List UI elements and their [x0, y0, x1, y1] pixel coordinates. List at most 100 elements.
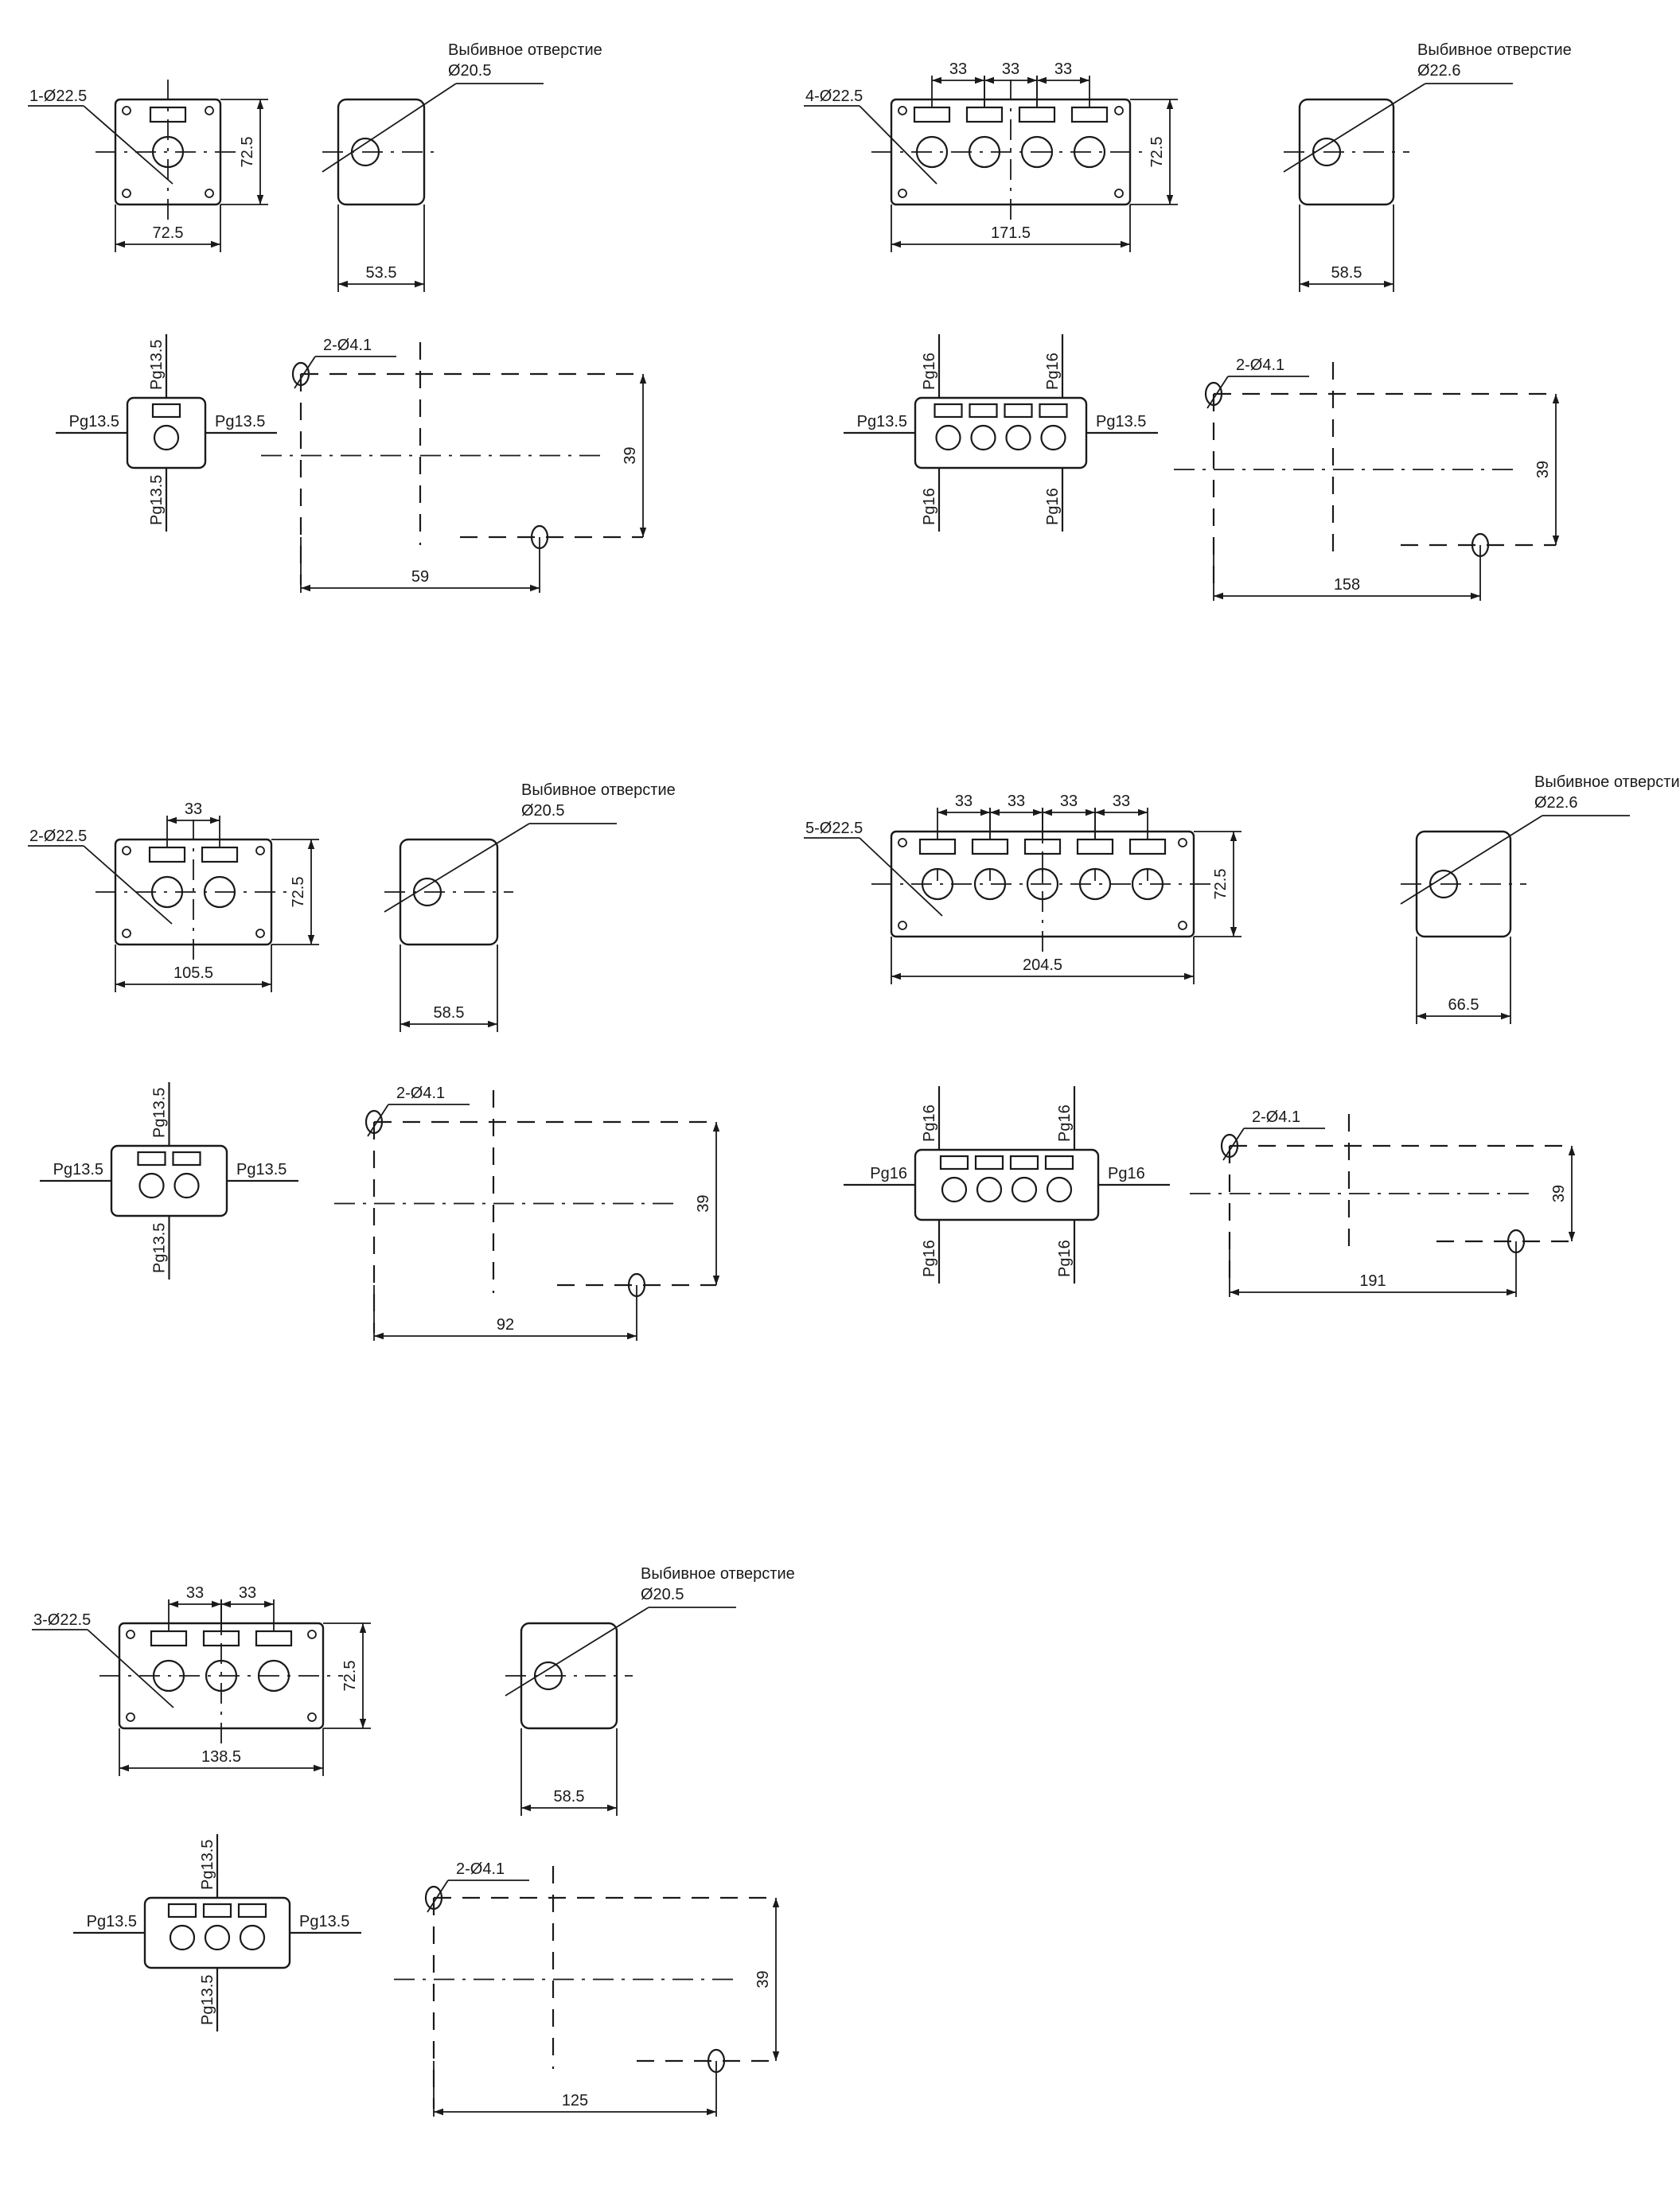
mount-width-label: 191 — [1359, 1272, 1386, 1290]
screw-icon — [122, 189, 131, 198]
label-plate — [1039, 403, 1068, 419]
holes-label: 4-Ø22.5 — [805, 88, 863, 105]
screw-icon — [122, 106, 131, 115]
leader-line — [1400, 815, 1543, 905]
screw-icon — [255, 929, 265, 938]
mount-holes-label: 2-Ø4.1 — [1236, 356, 1284, 374]
gland-label-bottom: Pg13.5 — [148, 475, 166, 525]
mount-height-label: 39 — [622, 446, 639, 464]
leader-line — [87, 1629, 174, 1708]
screw-icon — [122, 929, 131, 938]
holes-label: 1-Ø22.5 — [29, 88, 87, 105]
button-hole — [239, 1924, 266, 1951]
mount-hole — [1204, 381, 1223, 407]
spacing-label: 33 — [1054, 60, 1072, 78]
gland-label-right: Pg13.5 — [215, 413, 265, 430]
screw-icon — [898, 106, 907, 115]
button-hole — [150, 875, 184, 909]
gland-label-left: Pg13.5 — [69, 413, 119, 430]
screw-icon — [126, 1630, 135, 1639]
screw-icon — [255, 846, 265, 855]
screw-icon — [1178, 838, 1187, 847]
button-hole — [935, 424, 961, 451]
knockout-title: Выбивное отверстие — [521, 781, 676, 799]
mount-width-label: 59 — [411, 568, 429, 586]
mount-holes-label: 2-Ø4.1 — [323, 337, 372, 354]
button-hole — [1011, 1176, 1038, 1203]
spacing-label: 33 — [949, 60, 967, 78]
mount-hole — [291, 361, 310, 387]
screw-icon — [307, 1630, 317, 1639]
gland-label-bottom: Pg16 — [1044, 488, 1062, 525]
label-plate — [939, 1155, 969, 1171]
button-hole — [138, 1172, 165, 1199]
knockout-hole — [1312, 137, 1342, 167]
button-hole — [203, 875, 236, 909]
button-hole — [173, 1172, 200, 1199]
button-hole — [151, 135, 185, 169]
button-hole — [1040, 424, 1066, 451]
width-label: 171.5 — [991, 224, 1031, 242]
depth-label: 58.5 — [434, 1004, 465, 1022]
height-label: 72.5 — [290, 877, 307, 908]
width-label: 138.5 — [201, 1748, 241, 1766]
label-plate — [237, 1903, 267, 1918]
gland-label-top: Pg13.5 — [148, 340, 166, 390]
leader-line — [83, 845, 173, 925]
knockout-diameter: Ø20.5 — [641, 1586, 684, 1603]
knockout-title: Выбивное отверстие — [1417, 41, 1572, 59]
spacing-label: 33 — [955, 793, 973, 810]
mount-hole — [364, 1109, 384, 1135]
button-hole — [1073, 135, 1106, 169]
leader-line — [505, 1607, 649, 1696]
knockout-title: Выбивное отверстие — [641, 1565, 795, 1583]
screw-icon — [122, 846, 131, 855]
knockout-diameter: Ø20.5 — [448, 62, 491, 80]
gland-label-top: Pg16 — [921, 353, 938, 390]
leader-line — [83, 105, 173, 185]
screw-icon — [307, 1712, 317, 1722]
enclosure-top — [110, 1144, 228, 1217]
spacing-label: 33 — [1060, 793, 1078, 810]
leader-line — [427, 1880, 449, 1913]
gland-label-bottom: Pg16 — [1056, 1240, 1074, 1277]
enclosure-top — [126, 396, 207, 469]
leader-line — [1283, 83, 1426, 173]
holes-label: 5-Ø22.5 — [805, 820, 863, 837]
leader-line — [859, 105, 937, 185]
mount-width-label: 92 — [497, 1316, 514, 1334]
button-hole — [976, 1176, 1003, 1203]
gland-label-left: Pg16 — [870, 1165, 907, 1182]
button-hole — [1020, 135, 1054, 169]
screw-icon — [1114, 189, 1124, 198]
leader-line — [294, 356, 316, 389]
label-plate — [1009, 1155, 1039, 1171]
mount-height-label: 39 — [1550, 1185, 1568, 1202]
mount-width-label: 125 — [562, 2092, 588, 2109]
gland-label-left: Pg13.5 — [857, 413, 907, 430]
gland-label-left: Pg13.5 — [87, 1913, 137, 1930]
label-plate — [974, 1155, 1004, 1171]
screw-icon — [205, 106, 214, 115]
width-label: 204.5 — [1023, 956, 1062, 974]
button-hole — [915, 135, 949, 169]
enclosure-top — [914, 396, 1088, 469]
button-hole — [169, 1924, 196, 1951]
mount-hole — [1220, 1133, 1239, 1159]
spacing-label: 33 — [1113, 793, 1130, 810]
button-hole — [152, 1659, 185, 1693]
button-hole — [153, 424, 180, 451]
button-hole — [970, 424, 996, 451]
front-view-1: 1-Ø22.572.572.5 — [28, 80, 268, 252]
gland-label-top: Pg16 — [1044, 353, 1062, 390]
mount-holes-label: 2-Ø4.1 — [456, 1860, 505, 1878]
